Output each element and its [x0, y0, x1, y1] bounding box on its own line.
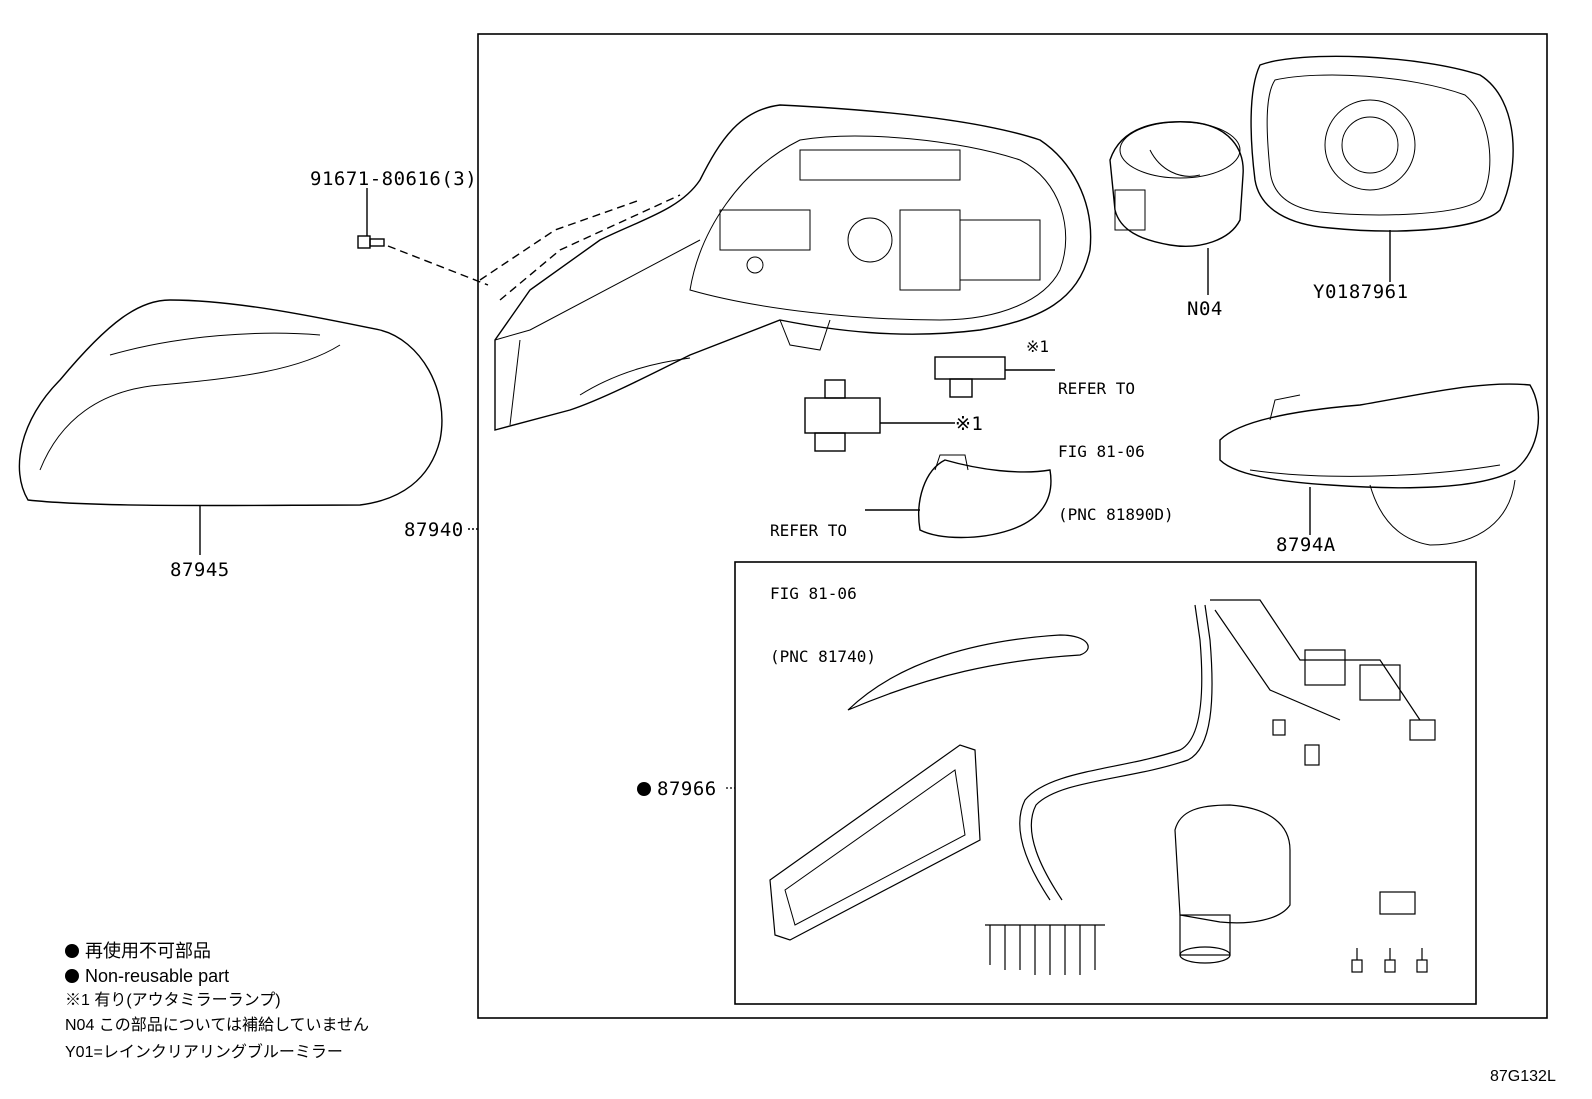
lamp-switch-mark: ※1 — [955, 413, 984, 435]
motor-part — [1109, 121, 1244, 295]
lamp-ref-mark: ※1 — [1026, 337, 1050, 356]
turn-signal-part — [865, 454, 1052, 539]
non-reusable-dot-icon — [637, 782, 651, 796]
legend-dot-icon — [65, 969, 79, 983]
legend-line-1: 再使用不可部品 — [65, 939, 211, 963]
signal-ref-line-3: (PNC 81740) — [770, 647, 876, 666]
lamp-ref-line-2: FIG 81-06 — [1058, 442, 1145, 461]
lamp-connector-part — [934, 356, 1055, 398]
legend-line-5: Y01=レインクリアリングブルーミラー — [65, 1044, 343, 1061]
mirror-cover-part — [18, 299, 443, 555]
mirror-glass-part — [1250, 55, 1514, 282]
legend-dot-icon — [65, 944, 79, 958]
signal-ref-line-1: REFER TO — [770, 521, 848, 540]
bolt-part — [357, 188, 489, 286]
assembly-frame — [477, 33, 1548, 1019]
lamp-reference: REFER TO FIG 81-06 (PNC 81890D) — [1058, 336, 1174, 546]
mirror-assembly-part — [468, 104, 1092, 530]
legend-line-3: ※1 有り(アウタミラーランプ) — [65, 992, 281, 1009]
signal-ref-line-2: FIG 81-06 — [770, 584, 857, 603]
lamp-ref-line-3: (PNC 81890D) — [1058, 505, 1174, 524]
cover-label: 87945 — [170, 559, 230, 581]
lamp-ref-line-1: REFER TO — [1058, 379, 1136, 398]
mirror-glass-label: Y0187961 — [1313, 281, 1409, 303]
mirror-assembly-label: 87940 — [404, 519, 464, 541]
signal-reference: REFER TO FIG 81-06 (PNC 81740) — [770, 478, 876, 688]
sub-assembly-number: 87966 — [657, 778, 717, 800]
legend-line-4: N04 この部品については補給していません — [65, 1017, 370, 1034]
lamp-cover-label: 8794A — [1276, 534, 1336, 556]
sub-assembly-frame — [734, 561, 1477, 1005]
bolt-label: 91671-80616(3) — [310, 168, 478, 190]
diagram-code: 87G132L — [1490, 1068, 1556, 1085]
motor-label: N04 — [1187, 298, 1223, 320]
lamp-cover-part — [1219, 383, 1540, 546]
legend-line-2: Non-reusable part — [65, 964, 229, 988]
legend-text-2: Non-reusable part — [85, 966, 230, 986]
sub-assembly-label: 87966 — [637, 778, 717, 800]
legend-text-1: 再使用不可部品 — [85, 941, 211, 961]
lamp-switch-part — [804, 379, 955, 452]
sub-assembly-contents — [726, 599, 1436, 975]
